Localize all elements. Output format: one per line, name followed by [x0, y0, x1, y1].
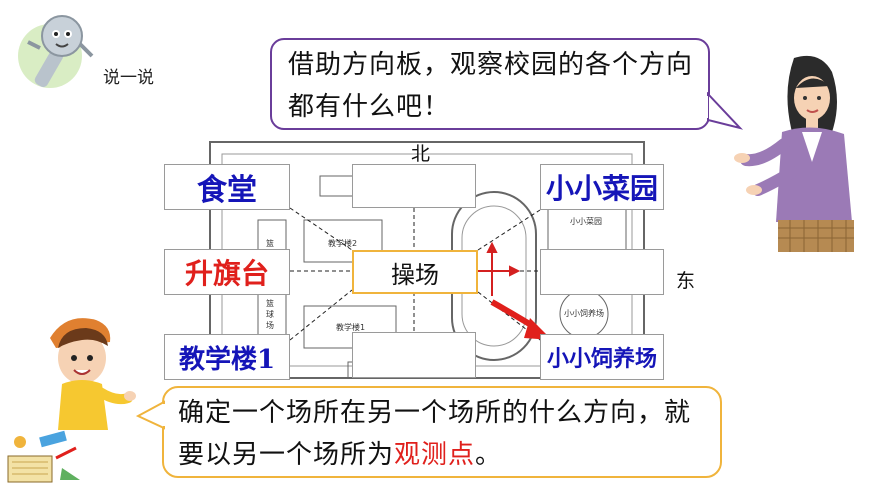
- map-label-building1: 教学楼1: [336, 323, 366, 332]
- box-right-middle: [540, 249, 664, 295]
- stationery-icon: [4, 428, 84, 486]
- teacher-bubble-tail: [706, 92, 744, 130]
- box-bottom-center: [352, 332, 476, 378]
- boy-speech-end: 。: [475, 440, 503, 470]
- box-feeding-farm: 小小饲养场: [540, 334, 664, 380]
- north-label: 北: [411, 143, 431, 165]
- boy-speech-text: 确定一个场所在另一个场所的什么方向，就要以另一个场所为观测点。: [178, 392, 698, 476]
- box-playground-label: 操场: [391, 260, 439, 289]
- box-top-center: [352, 164, 476, 208]
- box-flag-platform-label: 升旗台: [184, 257, 269, 290]
- teacher-illustration-icon: [732, 52, 870, 252]
- map-label-basketball-a: 篮: [266, 239, 274, 248]
- box-flag-platform: 升旗台: [164, 249, 290, 295]
- teacher-speech-text: 借助方向板，观察校园的各个方向都有什么吧！: [288, 50, 694, 122]
- box-canteen: 食堂: [164, 164, 290, 210]
- boy-illustration-icon: [36, 312, 136, 430]
- section-label: 说一说: [103, 68, 154, 88]
- map-label-garden: 小小菜园: [570, 217, 602, 226]
- boy-speech-highlight: 观测点: [394, 440, 476, 470]
- box-vegetable-garden-label: 小小菜园: [545, 172, 658, 205]
- map-label-basketball-b: 篮球场: [266, 299, 274, 330]
- box-vegetable-garden: 小小菜园: [540, 164, 664, 210]
- box-playground: 操场: [352, 250, 478, 294]
- boy-bubble-tail: [136, 400, 166, 430]
- box-teaching-building1-label: 教学楼1: [178, 344, 276, 375]
- box-canteen-label: 食堂: [197, 173, 257, 208]
- map-label-farm: 小小饲养场: [564, 309, 604, 318]
- box-teaching-building1: 教学楼1: [164, 334, 290, 380]
- box-feeding-farm-label: 小小饲养场: [546, 346, 657, 372]
- east-label: 东: [676, 270, 696, 292]
- microphone-mascot-icon: [12, 4, 102, 96]
- teacher-speech-bubble: 借助方向板，观察校园的各个方向都有什么吧！: [270, 38, 710, 130]
- boy-speech-bubble: 确定一个场所在另一个场所的什么方向，就要以另一个场所为观测点。: [162, 386, 722, 478]
- boy-speech-main: 确定一个场所在另一个场所的什么方向，就要以另一个场所为: [178, 398, 692, 470]
